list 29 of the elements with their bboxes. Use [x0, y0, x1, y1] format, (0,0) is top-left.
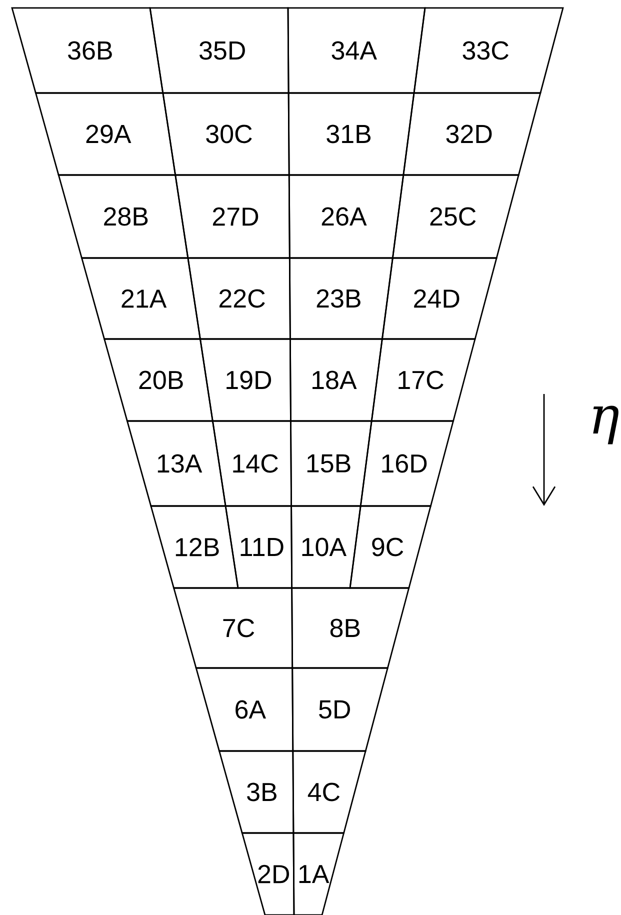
cell: 15B	[290, 420, 372, 507]
cell: 4C	[292, 750, 366, 834]
cell: 18A	[289, 338, 383, 422]
cell: 35D	[149, 7, 290, 94]
cell: 23B	[288, 257, 394, 340]
cell: 12B	[150, 505, 239, 589]
cell: 5D	[292, 667, 389, 752]
cell: 31B	[288, 92, 415, 176]
cell: 25C	[392, 174, 520, 259]
cell: 26A	[288, 174, 404, 259]
cell: 10A	[290, 505, 362, 589]
cell: 16D	[360, 420, 454, 507]
cell: 17C	[370, 338, 476, 422]
cell: 2D	[241, 832, 295, 915]
cell: 36B	[11, 7, 164, 94]
cell: 28B	[58, 174, 189, 259]
cell: 32D	[402, 92, 542, 176]
axis-symbol: η	[593, 406, 618, 444]
cell: 33C	[413, 7, 564, 94]
cell: 27D	[174, 174, 290, 259]
cell: 1A	[292, 832, 345, 915]
cell: 22C	[187, 257, 291, 340]
cell: 30C	[162, 92, 290, 176]
cell: 6A	[195, 667, 294, 752]
cell: 8B	[291, 587, 410, 669]
cell: 11D	[224, 505, 293, 589]
cell: 14C	[212, 420, 292, 507]
cell: 9C	[349, 505, 432, 589]
cell: 34A	[287, 7, 426, 94]
